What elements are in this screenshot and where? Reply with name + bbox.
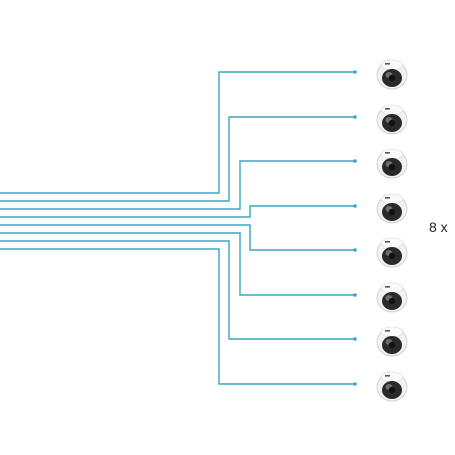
wire-7 bbox=[0, 240, 355, 340]
wire-5 bbox=[0, 224, 355, 251]
wire-end-dot bbox=[353, 248, 357, 252]
cameras bbox=[376, 59, 408, 402]
dome-camera-icon bbox=[376, 326, 408, 357]
wire-end-dot bbox=[353, 115, 357, 119]
wire-2 bbox=[0, 116, 355, 202]
wire-end-dot bbox=[353, 159, 357, 163]
wire-8 bbox=[0, 248, 355, 385]
dome-camera-icon bbox=[376, 59, 408, 90]
wire-end-dot bbox=[353, 337, 357, 341]
wire-6 bbox=[0, 232, 355, 296]
wire-end-dot bbox=[353, 70, 357, 74]
dome-camera-icon bbox=[376, 104, 408, 135]
wire-end-dot bbox=[353, 382, 357, 386]
dome-camera-icon bbox=[376, 148, 408, 179]
wire-end-dot bbox=[353, 293, 357, 297]
dome-camera-icon bbox=[376, 371, 408, 402]
dome-camera-icon bbox=[376, 282, 408, 313]
dome-camera-icon bbox=[376, 237, 408, 268]
wires bbox=[0, 70, 357, 386]
wire-4 bbox=[0, 205, 355, 218]
wire-1 bbox=[0, 71, 355, 194]
camera-count-label: 8 x bbox=[429, 219, 448, 235]
dome-camera-icon bbox=[376, 193, 408, 224]
wire-3 bbox=[0, 160, 355, 210]
wire-end-dot bbox=[353, 204, 357, 208]
